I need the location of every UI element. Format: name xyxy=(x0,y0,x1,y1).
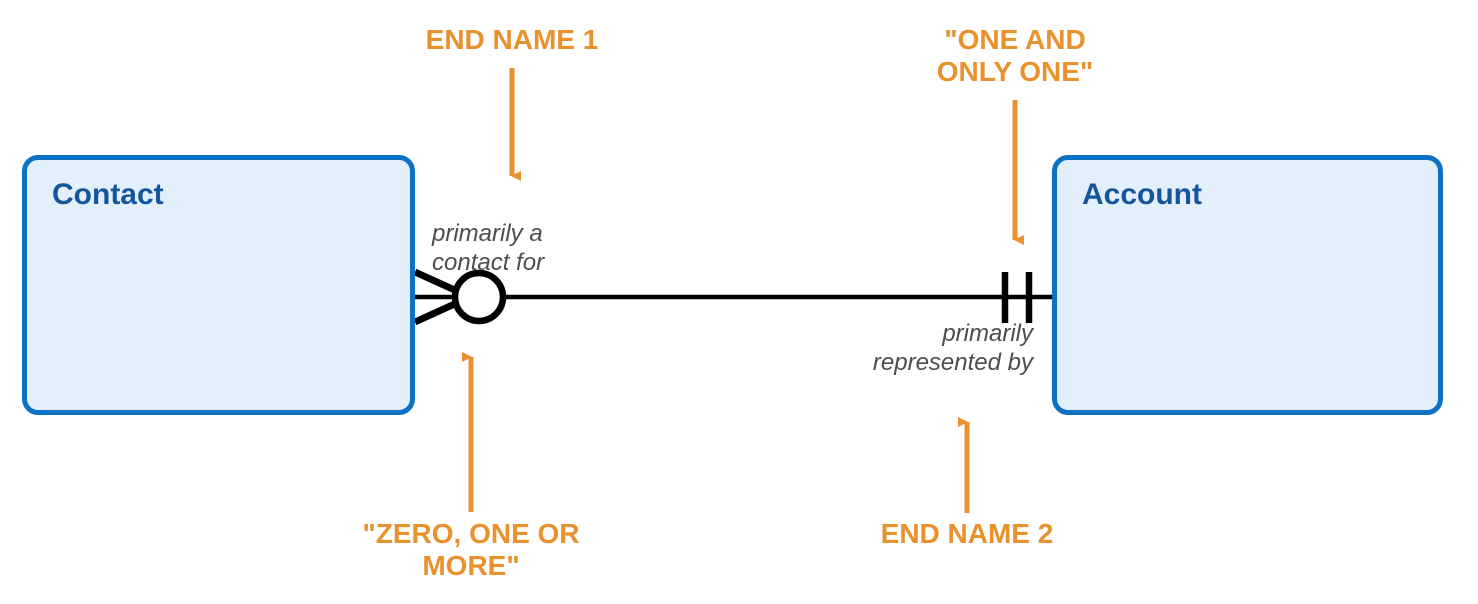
optionality-circle-icon xyxy=(451,269,507,325)
crows-foot-zero-one-or-more-glyph[interactable] xyxy=(413,268,507,326)
annotation-end-name-1: END NAME 1 xyxy=(425,24,599,55)
entity-box-contact[interactable] xyxy=(22,155,415,415)
annotation-zero-one-or-more: "ZERO, ONE OR MORE" xyxy=(362,518,580,581)
entity-box-account[interactable] xyxy=(1052,155,1443,415)
annotation-one-and-only-one: "ONE AND ONLY ONE" xyxy=(936,24,1094,87)
annotation-end-name-2: END NAME 2 xyxy=(880,518,1054,549)
entity-title-account: Account xyxy=(1082,178,1202,211)
entity-title-contact: Contact xyxy=(52,178,164,211)
double-tick-one-and-only-one-glyph[interactable] xyxy=(1001,272,1033,323)
source-role-label: primarily a contact for xyxy=(432,220,545,276)
target-role-label: primarily represented by xyxy=(872,320,1033,376)
